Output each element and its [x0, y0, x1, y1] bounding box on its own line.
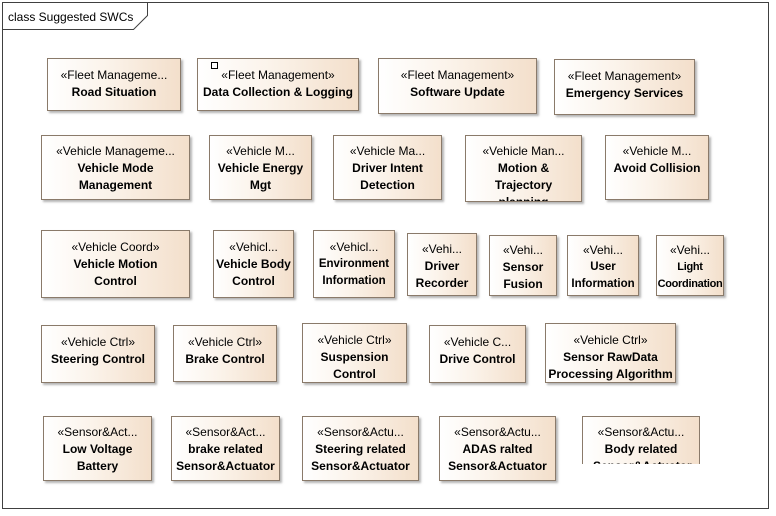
class-name: brake related Sensor&Actuator	[176, 442, 275, 473]
stereotype-label: «Vehi...	[582, 243, 624, 257]
class-sensor-rawdata-processing-algorithm[interactable]: «Vehicle Ctrl» Sensor RawData Processing…	[545, 323, 676, 383]
class-name: Sensor Fusion	[502, 260, 544, 291]
class-software-update[interactable]: «Fleet Management» Software Update	[378, 58, 537, 114]
class-name: Driver Intent Detection	[352, 161, 423, 192]
class-data-collection-logging[interactable]: «Fleet Management» Data Collection & Log…	[197, 58, 359, 111]
class-emergency-services[interactable]: «Fleet Management» Emergency Services	[554, 59, 695, 115]
class-low-voltage-battery[interactable]: «Sensor&Act... Low Voltage Battery	[43, 416, 152, 481]
class-name: Data Collection & Logging	[203, 85, 353, 99]
class-environment-information[interactable]: «Vehicl... Environment Information	[313, 230, 395, 298]
class-avoid-collision[interactable]: «Vehicle M... Avoid Collision	[605, 135, 709, 200]
class-name: Avoid Collision	[613, 161, 701, 175]
class-vehicle-energy-mgt[interactable]: «Vehicle M... Vehicle Energy Mgt	[209, 135, 312, 200]
stereotype-label: «Sensor&Actu...	[454, 425, 541, 439]
class-name: Emergency Services	[565, 86, 684, 100]
stereotype-label: «Sensor&Act...	[185, 425, 266, 439]
class-name: Motion & Trajectory planning	[494, 161, 553, 202]
class-steering-related-sensor-actuator[interactable]: «Sensor&Actu... Steering related Sensor&…	[302, 416, 419, 481]
stereotype-label: «Vehicle Coord»	[71, 240, 160, 254]
diagram-title: class Suggested SWCs	[8, 10, 134, 24]
class-name: User Information	[571, 261, 635, 290]
stereotype-label: «Vehicle Ctrl»	[60, 335, 136, 349]
class-name: Light Coordination	[657, 261, 723, 290]
class-brake-control[interactable]: «Vehicle Ctrl» Brake Control	[173, 325, 277, 382]
selection-handle[interactable]	[211, 62, 218, 69]
class-vehicle-motion-control[interactable]: «Vehicle Coord» Vehicle Motion Control	[41, 230, 190, 298]
stereotype-label: «Vehicle Man...	[482, 144, 565, 158]
stereotype-label: «Vehicle C...	[443, 335, 512, 349]
stereotype-label: «Vehicl...	[329, 240, 379, 254]
stereotype-label: «Vehi...	[669, 243, 711, 257]
class-name: Vehicle Mode Management	[77, 161, 154, 192]
stereotype-label: «Vehicle Ma...	[349, 144, 426, 158]
stereotype-label: «Vehicl...	[229, 240, 278, 254]
class-body-related-sensor-actuator[interactable]: «Sensor&Actu... Body related Sensor&Actu…	[582, 416, 700, 464]
class-vehicle-mode-management[interactable]: «Vehicle Manageme... Vehicle Mode Manage…	[41, 135, 190, 200]
stereotype-label: «Vehicle Ctrl»	[573, 333, 648, 347]
class-name: Brake Control	[185, 352, 265, 366]
class-name: Drive Control	[439, 352, 516, 366]
class-adas-ralted-sensor-actuator[interactable]: «Sensor&Actu... ADAS ralted Sensor&Actua…	[439, 416, 556, 481]
stereotype-label: «Sensor&Actu...	[317, 425, 404, 439]
stereotype-label: «Sensor&Actu...	[597, 425, 685, 439]
class-suspension-control[interactable]: «Vehicle Ctrl» Suspension Control	[302, 323, 407, 383]
stereotype-label: «Sensor&Act...	[57, 425, 138, 439]
class-brake-related-sensor-actuator[interactable]: «Sensor&Act... brake related Sensor&Actu…	[171, 416, 280, 481]
class-name: Suspension Control	[320, 350, 389, 381]
stereotype-label: «Vehicle Ctrl»	[187, 335, 263, 349]
class-name: Vehicle Body Control	[216, 257, 291, 288]
class-driver-recorder[interactable]: «Vehi... Driver Recorder	[407, 233, 477, 296]
stereotype-label: «Fleet Management»	[567, 69, 682, 83]
class-name: Vehicle Energy Mgt	[217, 161, 304, 192]
class-steering-control[interactable]: «Vehicle Ctrl» Steering Control	[41, 325, 155, 383]
class-name: Environment Information	[318, 258, 390, 287]
stereotype-label: «Fleet Management»	[221, 68, 335, 82]
class-name: Steering Control	[50, 352, 145, 366]
stereotype-label: «Vehicle Manageme...	[56, 144, 175, 158]
class-driver-intent-detection[interactable]: «Vehicle Ma... Driver Intent Detection	[333, 135, 442, 200]
stereotype-label: «Vehicle M...	[622, 144, 692, 158]
class-name: Vehicle Motion Control	[73, 257, 158, 288]
class-name: Driver Recorder	[415, 259, 469, 290]
class-name: Software Update	[410, 85, 505, 99]
diagram-frame-tab: class Suggested SWCs	[2, 2, 148, 30]
stereotype-label: «Vehi...	[421, 242, 463, 256]
stereotype-label: «Vehicle Ctrl»	[317, 333, 392, 347]
class-user-information[interactable]: «Vehi... User Information	[567, 235, 639, 296]
stereotype-label: «Fleet Manageme...	[60, 68, 168, 82]
stereotype-label: «Vehicle M...	[226, 144, 295, 158]
stereotype-label: «Vehi...	[502, 243, 544, 257]
class-light-coordination[interactable]: «Vehi... Light Coordination	[656, 235, 724, 296]
stereotype-label: «Fleet Management»	[400, 68, 515, 82]
class-motion-trajectory-planning[interactable]: «Vehicle Man... Motion & Trajectory plan…	[465, 135, 582, 202]
frame-tab-outline	[2, 2, 148, 30]
class-sensor-fusion[interactable]: «Vehi... Sensor Fusion	[489, 235, 557, 296]
class-vehicle-body-control[interactable]: «Vehicl... Vehicle Body Control	[213, 230, 294, 298]
class-name: Steering related Sensor&Actuator	[311, 442, 410, 473]
class-name: Sensor RawData Processing Algorithm	[548, 350, 673, 381]
class-name: ADAS ralted Sensor&Actuator	[448, 442, 547, 473]
class-road-situation[interactable]: «Fleet Manageme... Road Situation	[47, 58, 181, 111]
class-drive-control[interactable]: «Vehicle C... Drive Control	[429, 325, 526, 383]
class-name: Low Voltage Battery	[62, 442, 133, 473]
class-name: Road Situation	[71, 85, 157, 99]
class-name: Body related Sensor&Actuator	[593, 442, 692, 464]
